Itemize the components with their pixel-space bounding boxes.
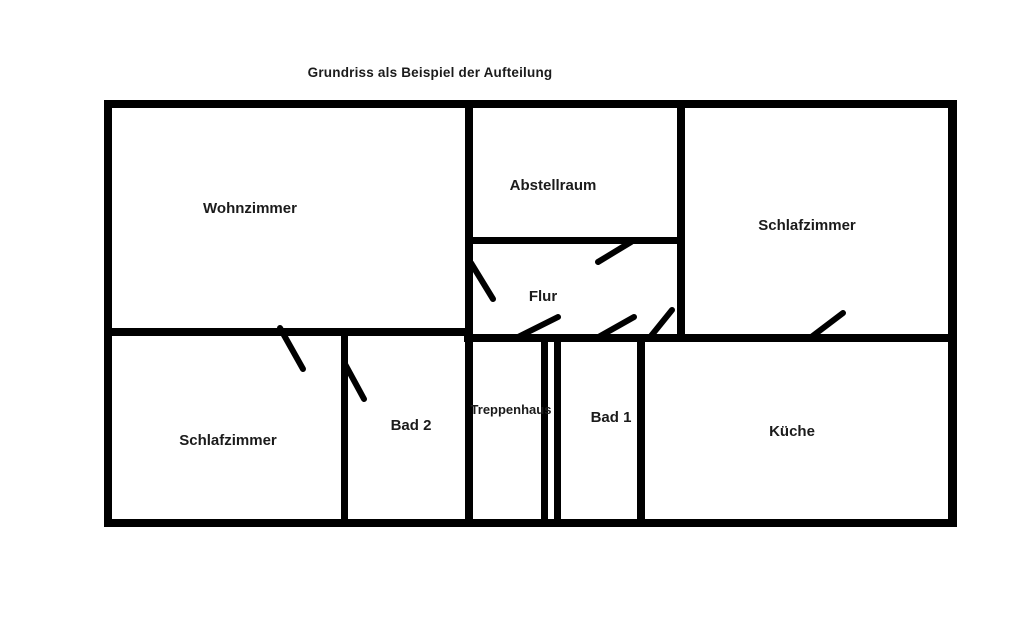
wall-middle-right (464, 334, 957, 342)
room-label-flur: Flur (529, 288, 557, 305)
door-swing-schlafzimmer-oben-icon (807, 310, 846, 341)
walls-group (104, 100, 957, 527)
wall-bad1-left (554, 337, 561, 523)
room-label-treppenhaus: Treppenhaus (471, 402, 552, 417)
door-swing-abstellraum-icon (595, 239, 634, 265)
door-swing-flur-wohnzimmer-icon (468, 260, 496, 302)
room-labels-group: Wohnzimmer Abstellraum Schlafzimmer Flur… (179, 177, 856, 449)
room-label-bad-1: Bad 1 (591, 409, 632, 426)
wall-kueche-left (637, 337, 645, 527)
door-swing-schlafzimmer-unten-icon (277, 325, 306, 372)
room-label-bad-2: Bad 2 (391, 417, 432, 434)
wall-wohnzimmer-bottom (104, 328, 472, 336)
wall-abstellraum-bottom (465, 237, 685, 244)
wall-corridor-left (465, 104, 473, 524)
room-label-wohnzimmer: Wohnzimmer (203, 200, 297, 217)
wall-outer-left (104, 100, 112, 527)
room-label-kueche: Küche (769, 423, 815, 440)
door-swing-kueche-icon (648, 307, 675, 339)
doors-group (277, 239, 846, 402)
wall-treppenhaus-right (541, 337, 548, 523)
wall-bad2-left (341, 330, 348, 523)
wall-corridor-right (677, 104, 685, 342)
door-swing-treppenhaus-icon (511, 314, 561, 342)
wall-outer-top (104, 100, 957, 108)
page-title: Grundriss als Beispiel der Aufteilung (308, 65, 553, 80)
door-swing-bad2-icon (342, 361, 367, 402)
room-label-abstellraum: Abstellraum (510, 177, 597, 194)
room-label-schlafzimmer-unten: Schlafzimmer (179, 432, 277, 449)
wall-outer-bottom (104, 519, 957, 527)
door-swing-bad1-icon (592, 314, 637, 342)
room-label-schlafzimmer-oben: Schlafzimmer (758, 217, 856, 234)
wall-outer-right (948, 100, 957, 527)
